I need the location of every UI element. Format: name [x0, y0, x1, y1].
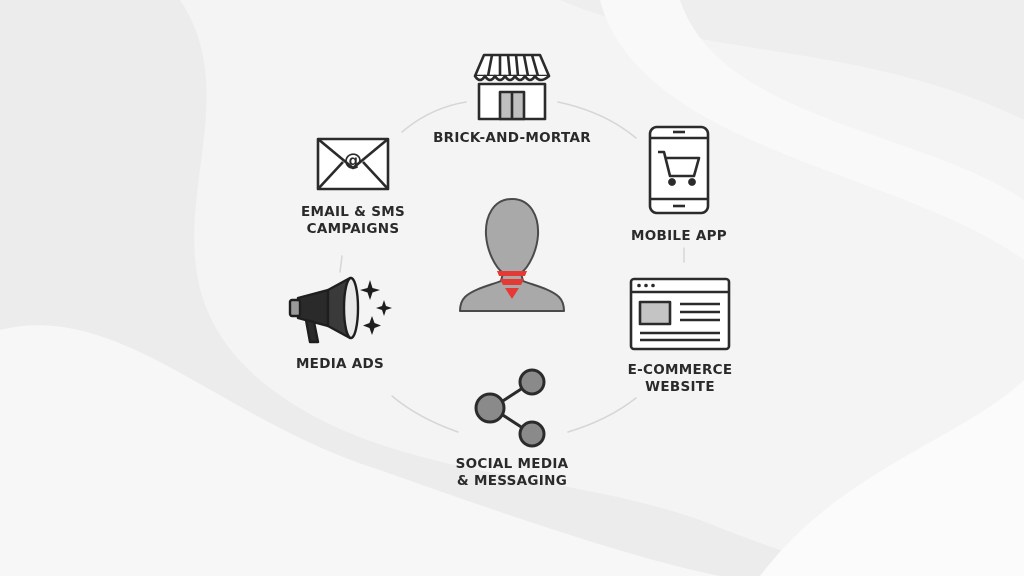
node-email-sms: @ EMAIL & SMS CAMPAIGNS: [283, 136, 423, 238]
at-sign-icon: @: [344, 150, 362, 171]
node-social-media: SOCIAL MEDIA & MESSAGING: [435, 366, 589, 490]
ring-arc: [557, 101, 637, 139]
browser-window-icon: [629, 277, 731, 351]
node-label: BRICK-AND-MORTAR: [433, 130, 591, 146]
node-e-commerce-website: E-COMMERCE WEBSITE: [605, 276, 755, 396]
center-customer: [455, 195, 569, 313]
node-label: MEDIA ADS: [295, 356, 385, 372]
node-label: E-COMMERCE WEBSITE: [627, 362, 733, 395]
share-icon: [474, 368, 546, 448]
red-chevron-logo-icon: [497, 271, 527, 299]
node-mobile-app: MOBILE APP: [604, 124, 754, 245]
node-brick-and-mortar: BRICK-AND-MORTAR: [412, 52, 612, 147]
shopping-cart-phone-icon: [648, 125, 710, 215]
ring-arc: [339, 255, 343, 273]
node-media-ads: MEDIA ADS: [280, 276, 400, 373]
storefront-icon: [473, 53, 551, 121]
customer-silhouette-icon: [459, 198, 565, 312]
megaphone-icon: [288, 276, 392, 344]
envelope-icon: @: [316, 137, 390, 191]
ring-arc: [567, 397, 637, 433]
node-label: MOBILE APP: [631, 228, 727, 244]
node-label: SOCIAL MEDIA & MESSAGING: [455, 456, 569, 489]
node-label: EMAIL & SMS CAMPAIGNS: [300, 204, 406, 237]
ring-arc: [401, 101, 467, 133]
sparkle-icon: [360, 280, 392, 335]
ring-arc: [391, 395, 459, 433]
